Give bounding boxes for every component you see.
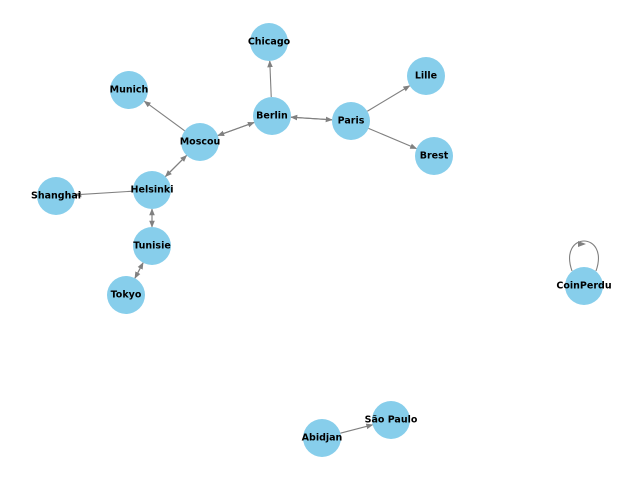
self-loop-edge-coinperdu [569, 240, 599, 272]
node-circle [37, 177, 75, 215]
edge-paris-to-berlin [290, 114, 333, 121]
node-label: Brest [420, 151, 449, 162]
node-munich: Munich [110, 71, 149, 109]
node-saopaulo: São Paulo [365, 401, 418, 439]
node-label: Helsinki [131, 185, 174, 196]
edge-paris-to-lille [367, 85, 411, 112]
edge-abidjan-to-saopaulo [340, 423, 374, 434]
node-coinperdu: CoinPerdu [556, 267, 612, 305]
node-moscou: Moscou [180, 123, 221, 161]
node-circle [565, 267, 603, 305]
node-circle [133, 171, 171, 209]
edges-layer [74, 60, 599, 434]
edge-helsinki-to-moscou [165, 154, 188, 177]
edge-berlin-to-moscou [217, 121, 255, 137]
node-circle [110, 71, 148, 109]
node-lille: Lille [407, 57, 445, 95]
node-circle [133, 227, 171, 265]
node-label: São Paulo [365, 415, 418, 426]
node-shanghai: Shanghai [31, 177, 81, 215]
node-helsinki: Helsinki [131, 171, 174, 209]
node-label: Tokyo [111, 290, 142, 301]
node-circle [253, 97, 291, 135]
node-circle [250, 23, 288, 61]
edge-berlin-to-chicago [267, 60, 273, 98]
node-brest: Brest [415, 137, 453, 175]
node-paris: Paris [332, 102, 370, 140]
node-chicago: Chicago [248, 23, 291, 61]
node-circle [332, 102, 370, 140]
node-label: Abidjan [302, 433, 343, 444]
node-label: Munich [110, 85, 149, 96]
node-circle [372, 401, 410, 439]
node-label: Lille [415, 71, 437, 82]
edge-tokyo-to-tunisie [134, 262, 144, 279]
node-label: Paris [338, 116, 365, 127]
edge-moscou-to-munich [143, 100, 185, 132]
node-label: Moscou [180, 137, 221, 148]
self-loop-arrow-coinperdu [578, 241, 586, 247]
node-label: Tunisie [133, 241, 171, 252]
node-tokyo: Tokyo [107, 276, 145, 314]
node-berlin: Berlin [253, 97, 291, 135]
edge-helsinki-to-shanghai [74, 190, 134, 198]
node-abidjan: Abidjan [302, 419, 343, 457]
node-circle [407, 57, 445, 95]
node-circle [303, 419, 341, 457]
edge-paris-to-brest [368, 127, 418, 150]
node-label: Shanghai [31, 191, 81, 202]
node-circle [107, 276, 145, 314]
node-label: Berlin [256, 111, 288, 122]
node-circle [181, 123, 219, 161]
node-label: Chicago [248, 37, 291, 48]
node-circle [415, 137, 453, 175]
node-tunisie: Tunisie [133, 227, 171, 265]
node-label: CoinPerdu [556, 281, 611, 292]
